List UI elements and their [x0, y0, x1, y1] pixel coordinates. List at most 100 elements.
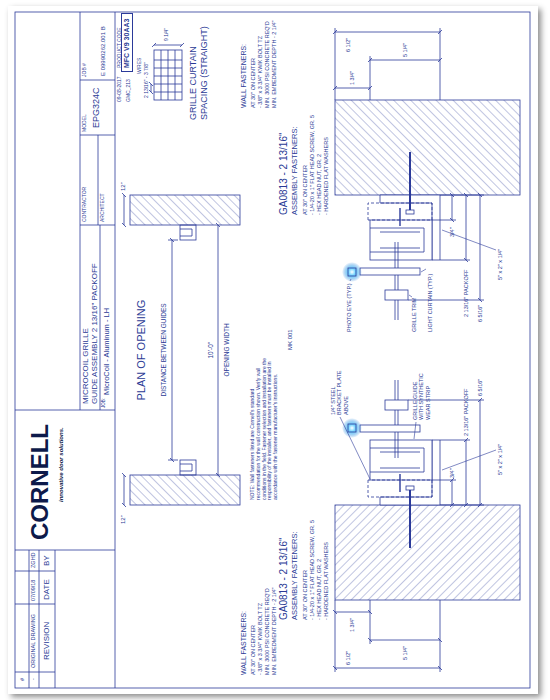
detail-callout: 3/4": [449, 468, 455, 478]
detail-callout: GRILLE TRIM: [411, 298, 417, 332]
fastener-note: - 3/8" x 3 3/4" KWIK BOLT TZ: [257, 36, 263, 108]
revision-text: -: [30, 678, 36, 680]
detail-callout: 2 13/16" PACKOFF: [463, 389, 469, 436]
fastener-note: - 3/8" x 3 3/4" KWIK BOLT TZ: [257, 603, 263, 675]
plan-of-opening-part: [218, 225, 219, 475]
title-block-text: E 09990262.001 B: [100, 26, 107, 76]
fastener-note: GA0813 - 2 13/16": [278, 133, 290, 216]
plan-of-opening-part: [124, 475, 125, 505]
detail-callout: 1 3/4": [349, 71, 355, 85]
detail-callout: LIGHT CURTAIN (TYP.): [427, 274, 433, 332]
guide-detail-part: [406, 210, 414, 214]
detail-callout: PHOTO EYE (TYP.): [346, 283, 352, 332]
plan-of-opening-part: [180, 229, 192, 471]
plan-label: DISTANCE BETWEEN GUIDES: [160, 302, 167, 397]
grille-spacing: [151, 45, 182, 100]
plan-label: OPENING WIDTH: [223, 322, 230, 377]
detail-callout: 6 5/16": [477, 379, 483, 396]
guide-detail-part: [370, 220, 432, 260]
product-code: 09-08-2017: [117, 76, 123, 102]
guide-detail-part: [335, 100, 520, 195]
plan-of-opening-part: [124, 195, 125, 225]
fastener-note: AT 30" ON CENTER: [302, 570, 308, 620]
fastener-note: - HARDENED FLAT WASHERS: [323, 137, 329, 215]
title-block-part: [15, 12, 115, 550]
guide-detail-part: [335, 32, 440, 33]
fastener-note: ASSEMBLY FASTENERS:: [291, 531, 300, 620]
detail-callout: GRILLE GUIDE WITH SYNTHETIC WEAR STRIP: [412, 366, 431, 420]
guide-detail-part: [480, 195, 481, 300]
guide-detail-part: [335, 28, 440, 100]
guide-detail-part: [370, 60, 440, 61]
grille-spacing-text: GRILLE CURTAIN: [188, 46, 198, 120]
fastener-note: AT 30" ON CENTER: [302, 165, 308, 215]
plan-of-opening-part: [172, 240, 173, 460]
revision-text: 07/09/18: [30, 580, 36, 601]
title-block-text: JOB #: [82, 63, 88, 77]
grille-spacing-part: [154, 50, 182, 100]
title-block-part: [15, 12, 530, 688]
guide-detail-part: [452, 195, 453, 220]
revision-text: ZGHD: [30, 552, 36, 568]
detail-callout: 5 1/4": [402, 43, 408, 57]
title-block-text: CONTRACTOR: [82, 187, 88, 222]
grille-spacing-text: 9 1/4": [164, 28, 170, 41]
plan-of-opening-part: [168, 240, 178, 460]
title-block-part: [15, 550, 55, 688]
fastener-note: - HARDENED FLAT WASHERS: [323, 542, 329, 620]
grille-spacing-part: [154, 45, 182, 46]
guide-detail-part: [395, 242, 398, 320]
fastener-note: MIN. 3000 PSI CONCRETE REQ'D: [264, 21, 270, 108]
grille-spacing-text: SPACING (STRAIGHT): [199, 26, 209, 120]
note-text: NOTE: Wall fasteners listed are Cornell'…: [250, 355, 279, 500]
fastener-note: WALL FASTENERS:: [240, 44, 248, 108]
guide-detail-mirrored: [335, 380, 520, 672]
detail-callout: 6 1/2": [345, 38, 351, 52]
logo-text: innovative door solutions.: [58, 427, 65, 502]
fastener-note: WALL FASTENERS:: [240, 611, 248, 675]
title-block-text: ARCHITECT: [100, 193, 106, 222]
fastener-note: MIN. EMBEDMENT DEPTH - 2 1/4": [271, 588, 277, 675]
revision-text: ORIGINAL DRAWING: [30, 614, 36, 668]
plan-of-opening-part: [130, 475, 240, 505]
logo-text: CORNELL: [26, 424, 54, 540]
plan-label: PLAN OF OPENING: [135, 300, 148, 401]
detail-callout: 5 1/4": [402, 646, 408, 660]
product-code: GMC_213: [126, 79, 132, 102]
fastener-note: AT 30" ON CENTER: [250, 58, 256, 108]
guide-detail-part: [466, 195, 467, 260]
revision-text: REVISION: [42, 622, 51, 660]
fastener-note: - 1/4-20 x 1" FLAT HEAD SCREW, GR. 5: [309, 115, 315, 215]
detail-callout: 1 3/4": [349, 618, 355, 632]
plan-label: 10'-0": [207, 341, 214, 360]
detail-callout: 5" x 2" x 1/4": [497, 444, 503, 475]
grille-spacing-part: [154, 50, 182, 100]
fastener-note: AT 30" ON CENTER: [250, 625, 256, 675]
title-block-text: JOB:: [101, 398, 106, 408]
revision-text: BY: [42, 555, 51, 566]
plan-label: 12": [120, 515, 127, 524]
plan-of-opening-part: [130, 195, 240, 225]
plan-of-opening-part: [180, 225, 196, 240]
title-block-text: EPG324C: [91, 87, 101, 128]
fastener-note: - HEX HEAD NUT, GR. 2: [316, 559, 322, 620]
guide-detail-part: [370, 228, 424, 252]
mark-label: MK 001: [287, 329, 294, 350]
grille-spacing-part: [151, 84, 152, 92]
detail-callout: 2 13/16" PACKOFF: [463, 270, 469, 317]
fastener-note: - 1/4-20 x 1" FLAT HEAD SCREW, GR. 5: [309, 520, 315, 620]
fastener-note: - HEX HEAD NUT, GR. 2: [316, 154, 322, 215]
guide-detail-part: [385, 290, 408, 300]
detail-callout: 5" x 2" x 1/4": [497, 249, 503, 280]
fastener-note: MIN. 3000 PSI CONCRETE REQ'D: [264, 588, 270, 675]
guide-detail-part: [348, 268, 356, 276]
title-block: [15, 12, 530, 688]
guide-detail-part: [360, 268, 420, 275]
plan-of-opening: [124, 195, 240, 505]
product-code-text: MFC V9 30AA3: [123, 17, 131, 68]
leader-lines-part: [350, 230, 496, 297]
fastener-note: ASSEMBLY FASTENERS:: [291, 126, 300, 215]
grille-spacing-text: WIRES: [137, 58, 143, 74]
leader-lines-part: [340, 417, 496, 479]
